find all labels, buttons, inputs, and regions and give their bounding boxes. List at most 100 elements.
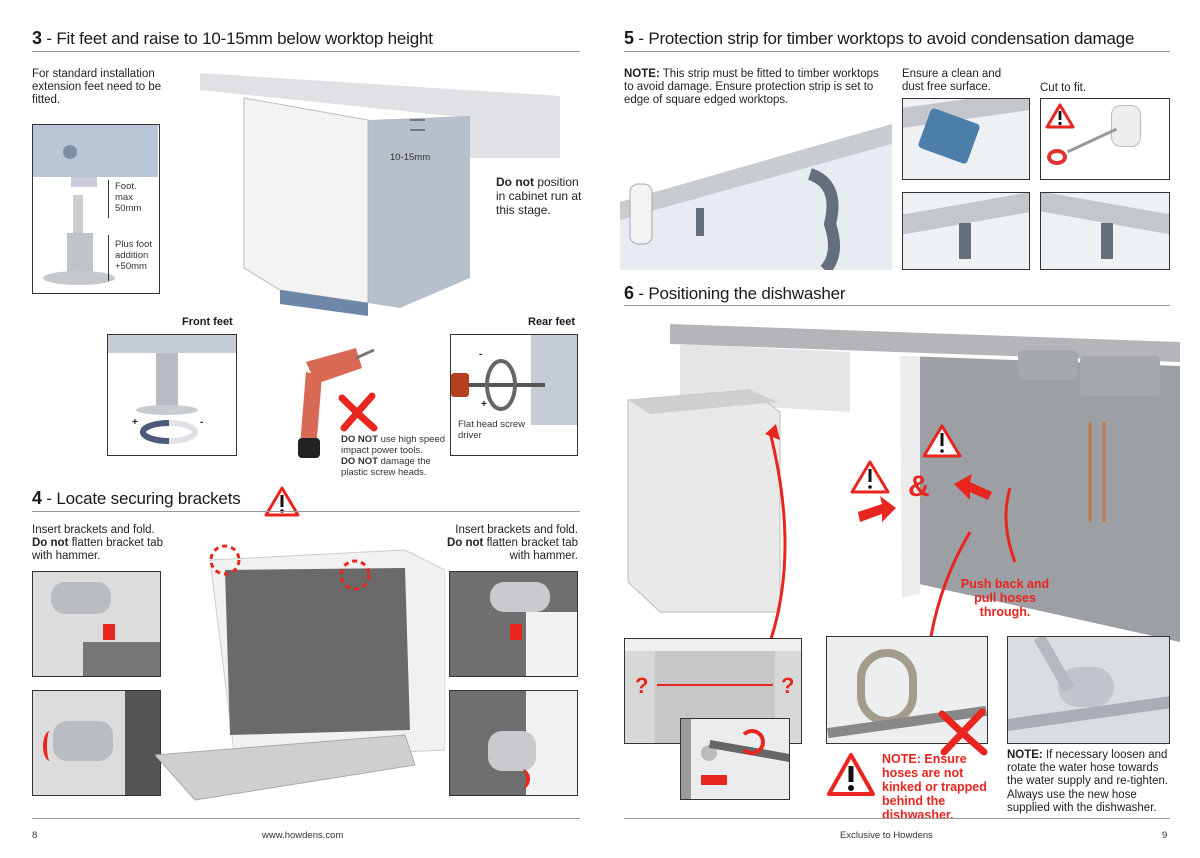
section-number: 6 — [624, 283, 634, 303]
left-page-number: 8 — [32, 830, 38, 841]
cut-to-fit-caption: Cut to fit. — [1040, 82, 1087, 94]
cabinet-edge — [681, 719, 691, 799]
section-title: - Fit feet and raise to 10-15mm below wo… — [41, 29, 433, 48]
drill-battery — [298, 438, 320, 458]
note-text: flatten bracket tab with hammer. — [483, 537, 578, 562]
section-4-heading: 4 - Locate securing brackets — [32, 488, 241, 509]
bracket-location-marker-left — [209, 544, 241, 576]
strip-piece — [1101, 223, 1113, 259]
scissors-icon — [1047, 149, 1067, 165]
question-mark-icon: ? — [781, 673, 795, 698]
bracket-fold-right-panel — [449, 690, 578, 796]
cabinet-side — [531, 335, 577, 425]
label-line: 50mm — [115, 203, 142, 214]
bracket-note-left: Insert brackets and fold. Do not flatten… — [32, 524, 167, 563]
bracket-illustration — [51, 582, 111, 614]
fold-arrow-icon — [43, 731, 57, 761]
protection-strip-illustration — [620, 124, 892, 270]
fold-arrow-icon — [514, 769, 530, 789]
right-footer-rule — [624, 818, 1170, 819]
hose-kink-note: NOTE: Ensure hoses are not kinked or tra… — [882, 752, 987, 822]
section-5-rule — [624, 51, 1170, 52]
bracket-insert-left-panel — [32, 571, 161, 677]
protection-strip-note: NOTE: This strip must be fitted to timbe… — [624, 68, 889, 107]
hose-rotate-note: NOTE: If necessary loosen and rotate the… — [1007, 749, 1172, 815]
down-arrow-icon — [510, 624, 522, 640]
worktop-edge — [620, 124, 892, 220]
label-line: addition — [115, 250, 149, 261]
section-3-heading: 3 - Fit feet and raise to 10-15mm below … — [32, 28, 433, 49]
strip-fitted-left-panel — [902, 192, 1030, 270]
push-arrow-icon — [858, 496, 896, 522]
dishwasher-front — [243, 97, 369, 304]
ampersand-text: & — [908, 470, 930, 503]
push-arrow-icon — [701, 775, 727, 785]
label-line: Plus foot — [115, 239, 152, 250]
cabinet-edge — [526, 612, 577, 676]
footer-tagline: Exclusive to Howdens — [840, 830, 933, 841]
rear-feet-label: Rear feet — [528, 316, 576, 328]
pull-arrow-icon — [954, 474, 992, 500]
section-title: - Positioning the dishwasher — [633, 284, 846, 303]
plus-sign: + — [481, 399, 487, 410]
cabinet-edge — [83, 642, 160, 676]
foot-max-label: Foot. max 50mm — [115, 181, 141, 214]
right-page-number: 9 — [1162, 830, 1168, 841]
down-arrow-icon — [103, 624, 115, 640]
bracket-illustration — [53, 721, 113, 761]
bracket-insert-right-panel — [449, 571, 578, 677]
pipe — [1033, 637, 1075, 692]
dimension-line — [108, 180, 109, 218]
question-mark-icon: ? — [635, 673, 649, 698]
dimension-line — [108, 235, 109, 281]
rotate-arrow-icon — [485, 359, 517, 411]
strip-roll-unwound — [807, 168, 840, 270]
section-6-heading: 6 - Positioning the dishwasher — [624, 283, 846, 304]
power-tool-warning: DO NOT use high speed impact power tools… — [341, 434, 446, 478]
note-bold: Do not — [496, 175, 534, 189]
left-footer-rule — [32, 818, 580, 819]
note-text: Insert brackets and fold. — [32, 524, 155, 536]
sink-bowl — [1080, 356, 1160, 396]
open-dishwasher-illustration — [155, 544, 445, 801]
screwdriver-caption: Flat head screw driver — [458, 419, 526, 441]
section-title: - Locate securing brackets — [41, 489, 241, 508]
cabinet-side — [368, 116, 470, 308]
warning-text: use high speed impact power tools. — [341, 434, 446, 456]
hose-kink-panel — [826, 636, 988, 744]
positioning-dishwasher-illustration — [627, 324, 1180, 642]
dishwasher-interior — [225, 568, 410, 735]
strip-fitted-right-panel — [1040, 192, 1170, 270]
note-text: This strip must be fitted to timber work… — [624, 68, 879, 106]
website-link[interactable]: www.howdens.com — [262, 830, 344, 841]
install-arrow — [768, 431, 787, 642]
section-number: 5 — [624, 28, 634, 48]
section-number: 4 — [32, 488, 42, 508]
screwdriver-handle — [451, 373, 469, 397]
section-3-rule — [32, 51, 580, 52]
plus-sign: + — [132, 417, 138, 428]
cabinet-door-left — [900, 356, 920, 598]
strip-roll — [1111, 105, 1141, 147]
warning-triangle-icon — [922, 424, 962, 458]
warning-bold: DO NOT — [341, 434, 378, 445]
foot-base — [136, 405, 198, 415]
bracket-illustration — [490, 582, 550, 612]
screw-fixing-panel — [680, 718, 790, 800]
push-back-arrow — [928, 531, 972, 642]
warning-triangle-icon — [1045, 103, 1075, 129]
power-drill-illustration — [298, 348, 375, 458]
cabinet-run-note: Do not position in cabinet run at this s… — [496, 175, 586, 217]
warning-triangle-icon — [827, 753, 875, 796]
drill-body — [306, 348, 362, 384]
minus-sign: - — [479, 349, 483, 360]
screwdriver-shaft — [469, 383, 545, 387]
note-text: Insert brackets and fold. — [455, 524, 578, 536]
section-number: 3 — [32, 28, 42, 48]
section-6-rule — [624, 305, 1170, 306]
clean-surface-panel — [902, 98, 1030, 180]
bracket-location-marker-right — [339, 559, 371, 591]
strip-roll — [629, 183, 653, 245]
label-line: Foot. — [115, 181, 137, 192]
bracket-note-right: Insert brackets and fold. Do not flatten… — [440, 524, 578, 563]
